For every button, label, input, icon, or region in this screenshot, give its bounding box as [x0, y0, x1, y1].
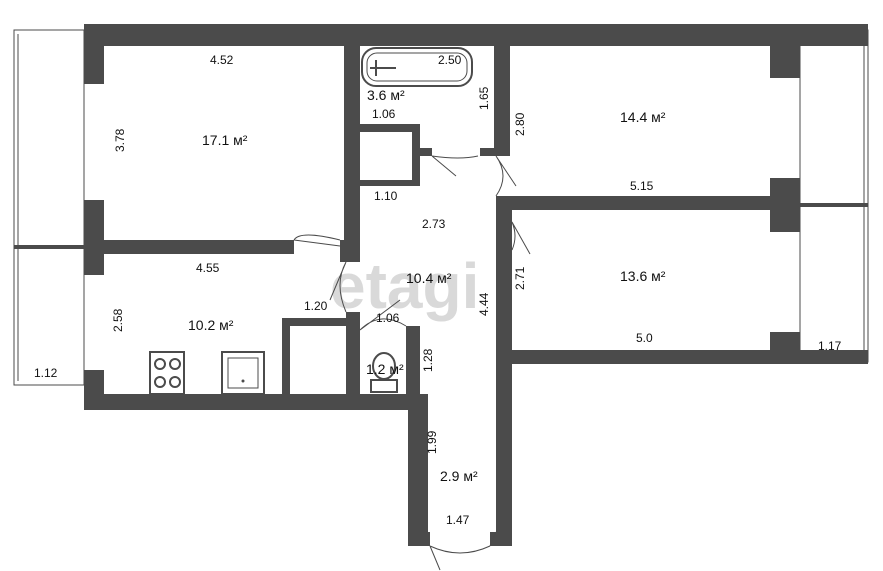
- room-1-width: 4.52: [210, 53, 234, 67]
- right-balcony: [799, 29, 869, 363]
- hallway-width: 2.73: [422, 217, 446, 231]
- room-3-area: 13.6 м²: [620, 268, 666, 284]
- corridor-width: 1.47: [446, 513, 470, 527]
- toilet-area: 1.2 м²: [366, 361, 404, 377]
- doors: [293, 155, 531, 571]
- room-3-width: 5.0: [636, 331, 653, 345]
- left-balcony: [13, 29, 85, 386]
- room-1-height: 3.78: [113, 128, 127, 152]
- kitchen-width: 4.55: [196, 261, 220, 275]
- sink-icon: [221, 351, 265, 395]
- hallway-length: 4.44: [477, 292, 491, 316]
- toilet-height: 1.28: [421, 348, 435, 372]
- closet-bottom-dim: 1.10: [374, 189, 398, 203]
- bathroom-height: 1.65: [477, 86, 491, 110]
- kitchen-height: 2.58: [111, 308, 125, 332]
- right-balcony-dim: 1.17: [818, 339, 842, 353]
- room-2-height: 2.80: [513, 112, 527, 136]
- corridor-length: 1.99: [425, 430, 439, 454]
- room-3-height: 2.71: [513, 266, 527, 290]
- toilet-width: 1.06: [376, 311, 400, 325]
- kitchen-door-dim: 1.20: [304, 299, 328, 313]
- kitchen-area: 10.2 м²: [188, 317, 234, 333]
- left-balcony-dim: 1.12: [34, 366, 58, 380]
- closet-top-dim: 1.06: [372, 107, 396, 121]
- room-2-area: 14.4 м²: [620, 109, 666, 125]
- toilet-icon: [370, 352, 398, 393]
- bathroom-area: 3.6 м²: [367, 87, 405, 103]
- interior-walls: [104, 24, 796, 410]
- room-2-width: 5.15: [630, 179, 654, 193]
- bathtub-icon: [361, 47, 473, 87]
- room-1-area: 17.1 м²: [202, 132, 248, 148]
- corridor-area: 2.9 м²: [440, 468, 478, 484]
- exterior-walls: [84, 24, 868, 546]
- bathroom-width: 2.50: [438, 53, 462, 67]
- stove-icon: [149, 351, 185, 395]
- hallway-area: 10.4 м²: [406, 270, 452, 286]
